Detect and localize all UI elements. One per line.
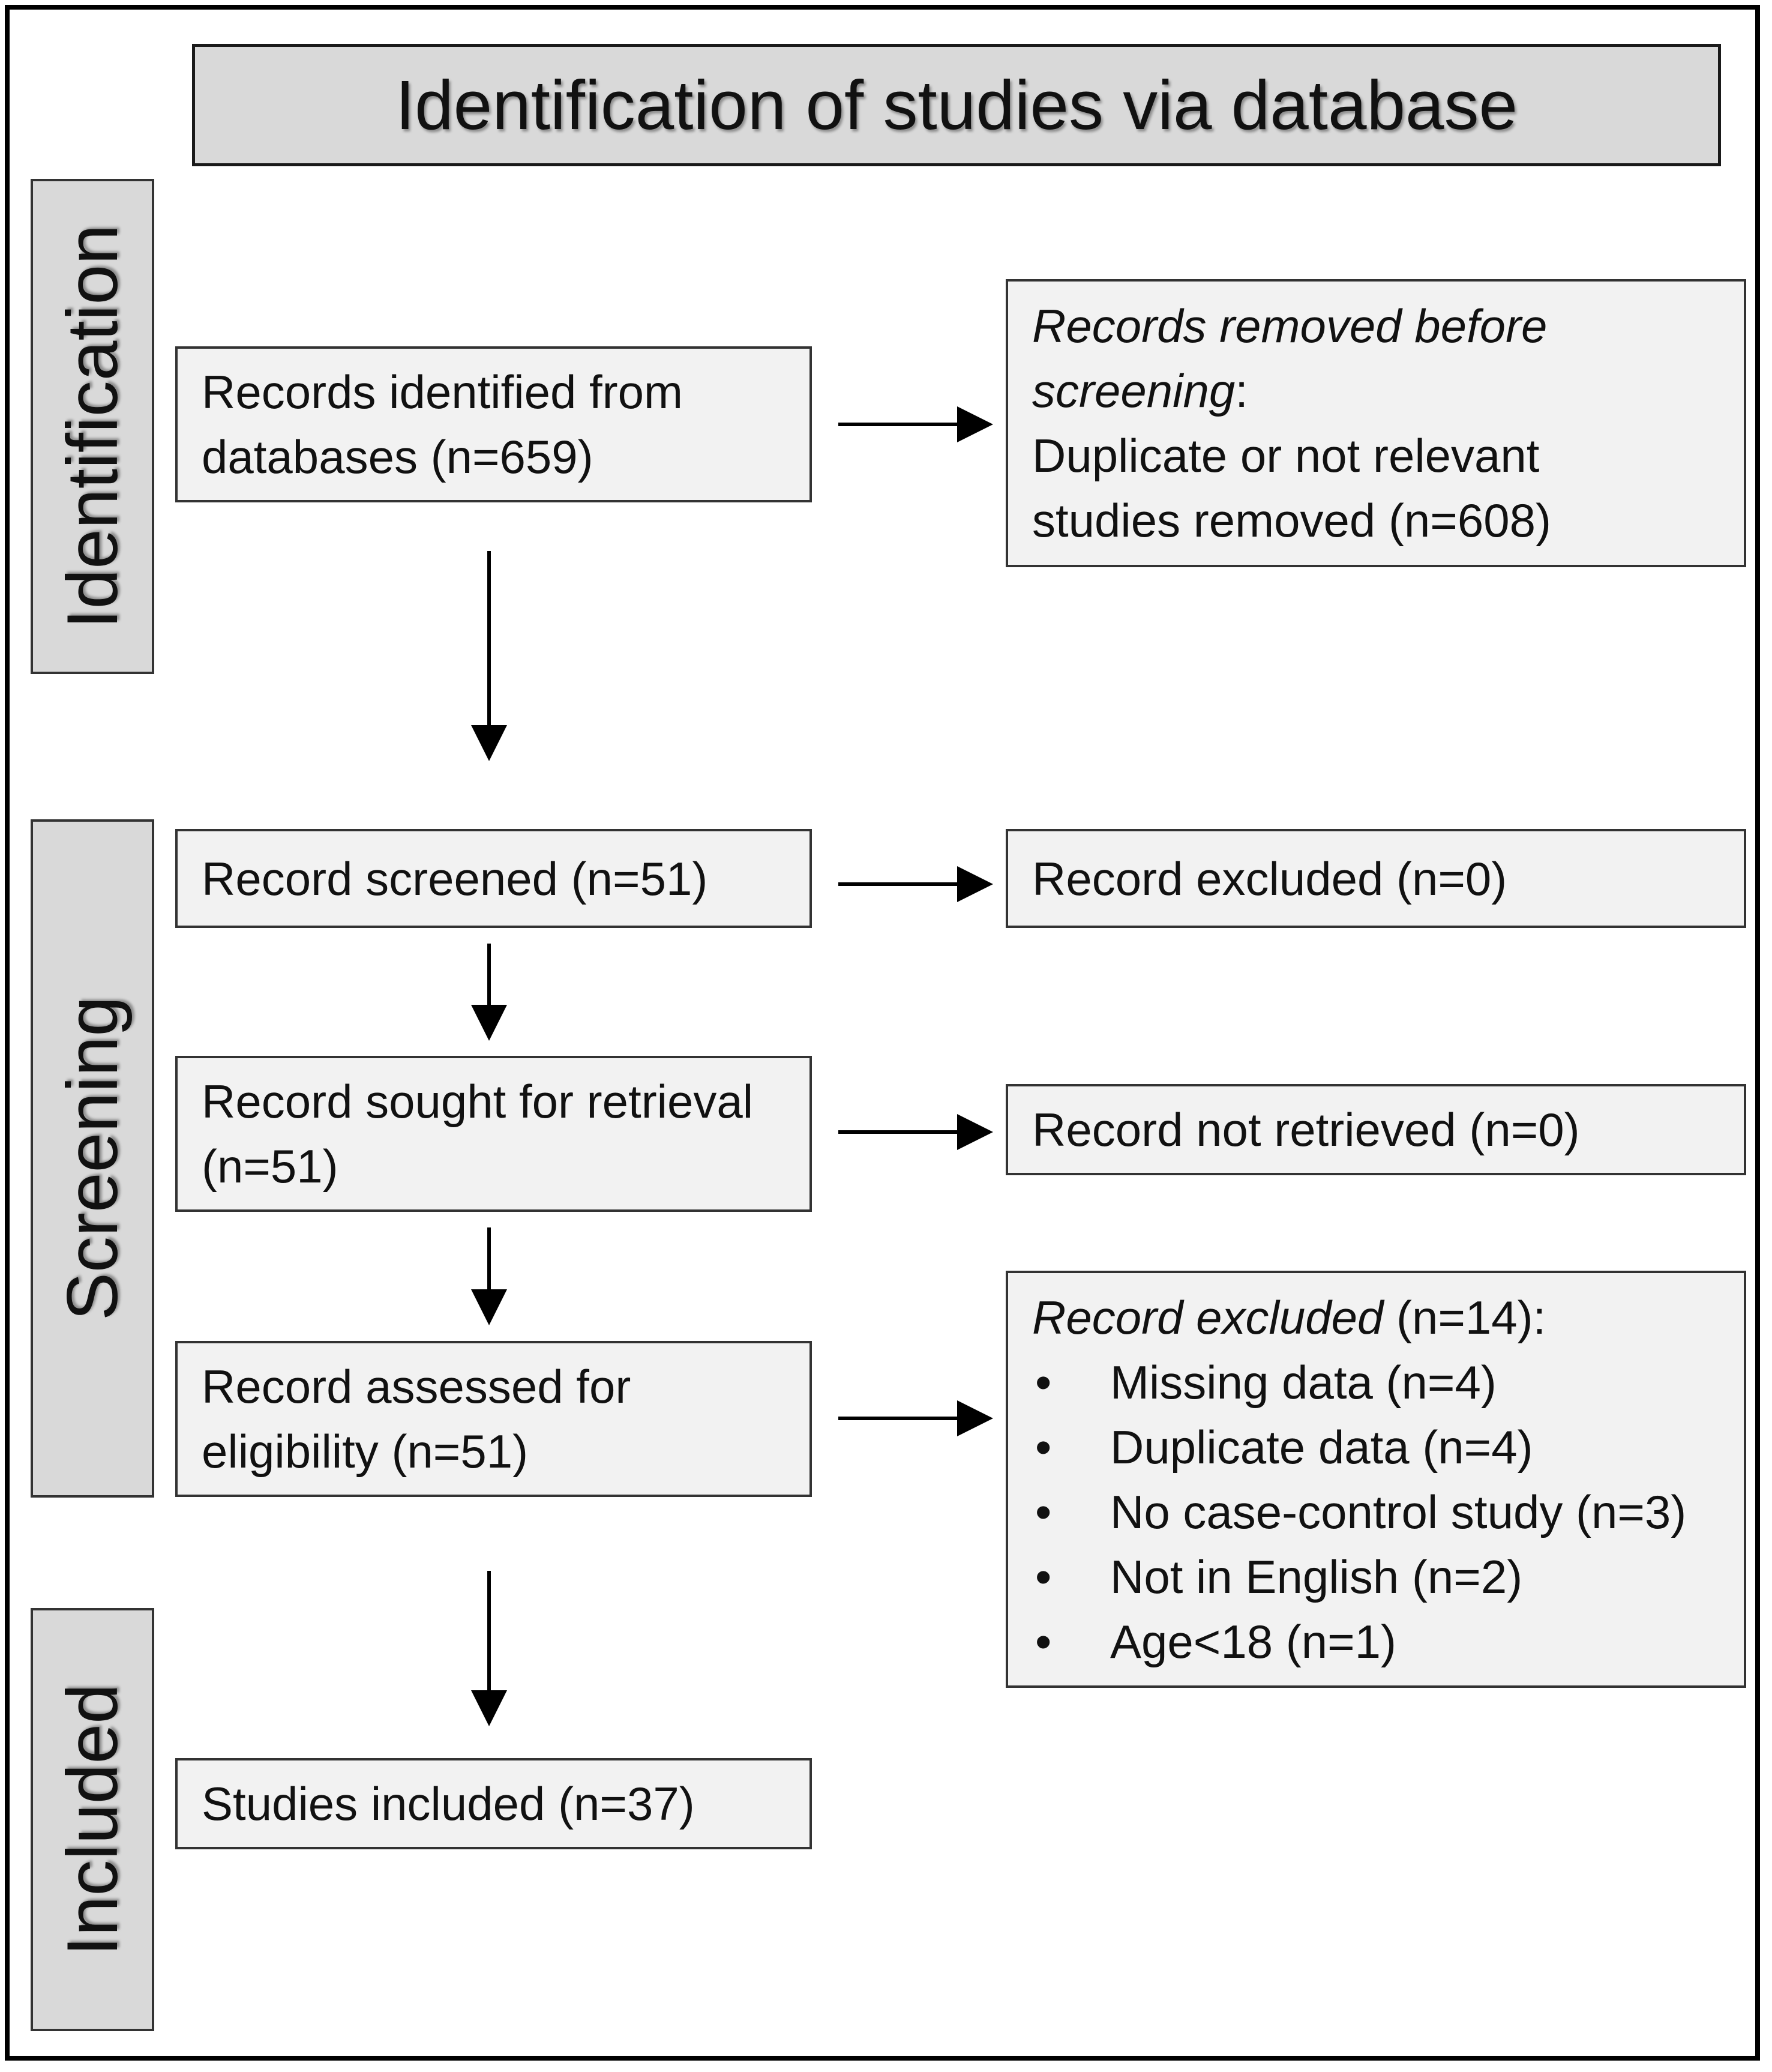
record-not-retrieved-box: Record not retrieved (n=0)	[1006, 1084, 1746, 1175]
record-screened-text: Record screened (n=51)	[202, 852, 708, 905]
records-identified-line2: databases (n=659)	[202, 430, 593, 483]
record-excluded-reasons-box: Record excluded (n=14): Missing data (n=…	[1006, 1271, 1746, 1688]
records-identified-box: Records identified from databases (n=659…	[175, 346, 812, 502]
records-identified-line1: Records identified from	[202, 366, 683, 418]
records-removed-italic-line2: screening	[1032, 364, 1236, 417]
record-sought-line1: Record sought for retrieval	[202, 1075, 754, 1128]
exclusion-reason-item: Missing data (n=4)	[1032, 1350, 1720, 1415]
studies-included-text: Studies included (n=37)	[202, 1777, 695, 1830]
records-removed-italic-line1: Records removed before	[1032, 300, 1548, 352]
record-assessed-line2: eligibility (n=51)	[202, 1425, 529, 1478]
record-sought-box: Record sought for retrieval (n=51)	[175, 1056, 812, 1212]
phase-screening: Screening	[31, 819, 154, 1498]
diagram-title: Identification of studies via database	[192, 44, 1721, 166]
record-assessed-line1: Record assessed for	[202, 1360, 631, 1413]
records-removed-line3: Duplicate or not relevant	[1032, 429, 1540, 482]
exclusion-reason-item: Duplicate data (n=4)	[1032, 1415, 1720, 1480]
record-screened-box: Record screened (n=51)	[175, 829, 812, 928]
exclusion-reason-item: Age<18 (n=1)	[1032, 1609, 1720, 1674]
record-excluded-reasons-italic-label: Record excluded	[1032, 1290, 1384, 1344]
record-excluded-box: Record excluded (n=0)	[1006, 829, 1746, 928]
record-not-retrieved-text: Record not retrieved (n=0)	[1032, 1103, 1580, 1156]
exclusion-reasons-list: Missing data (n=4) Duplicate data (n=4) …	[1032, 1350, 1720, 1674]
records-removed-line4: studies removed (n=608)	[1032, 494, 1551, 547]
records-removed-colon: :	[1235, 364, 1248, 417]
exclusion-reason-item: Not in English (n=2)	[1032, 1544, 1720, 1609]
studies-included-box: Studies included (n=37)	[175, 1758, 812, 1849]
records-removed-line2: screening:	[1032, 358, 1720, 423]
phase-included: Included	[31, 1608, 154, 2031]
record-excluded-reasons-title: Record excluded (n=14):	[1032, 1285, 1720, 1350]
record-excluded-reasons-count: (n=14):	[1383, 1290, 1546, 1344]
record-sought-line2: (n=51)	[202, 1140, 338, 1193]
records-removed-box: Records removed before screening: Duplic…	[1006, 279, 1746, 567]
record-excluded-text: Record excluded (n=0)	[1032, 852, 1507, 905]
phase-identification: Identification	[31, 179, 154, 674]
record-assessed-box: Record assessed for eligibility (n=51)	[175, 1341, 812, 1497]
exclusion-reason-item: No case-control study (n=3)	[1032, 1480, 1720, 1544]
